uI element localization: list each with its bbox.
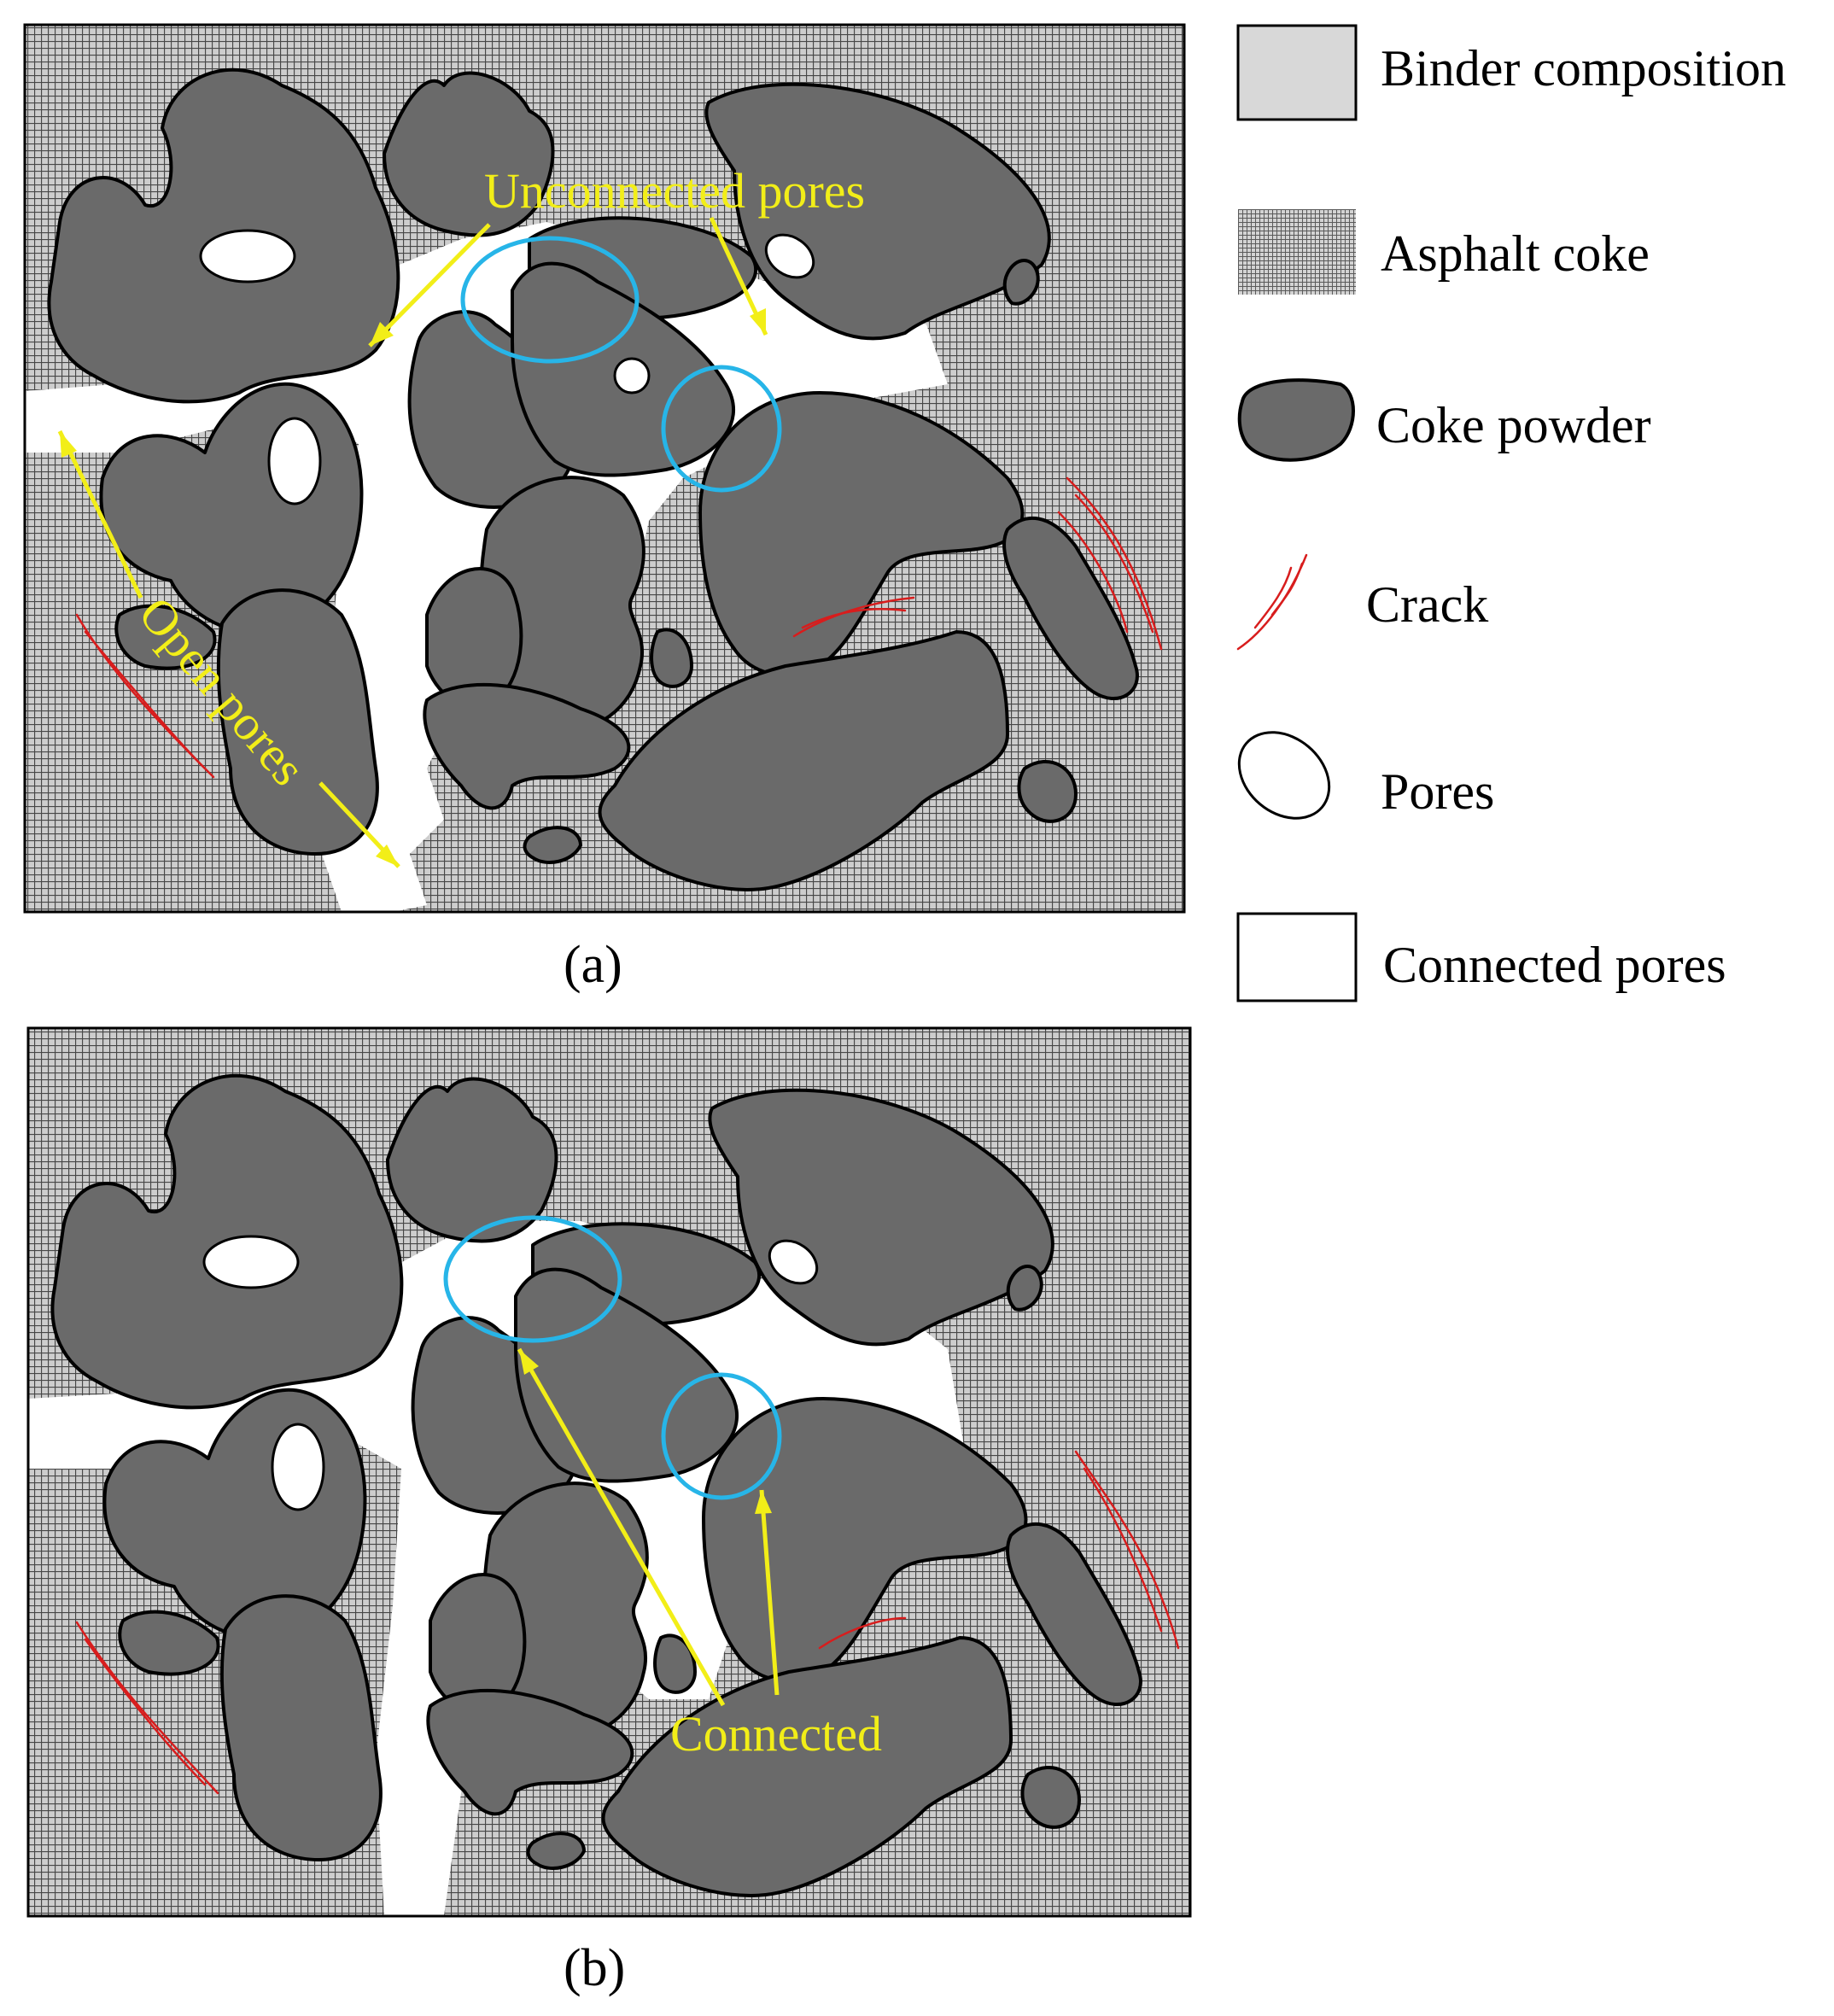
legend-item-connected: Connected pores — [1236, 912, 1726, 1002]
legend-label-crack: Crack — [1366, 576, 1488, 633]
panel-b: Connected (b) — [26, 1026, 1192, 1997]
legend-label-coke: Coke powder — [1376, 397, 1651, 453]
unconnected-pores-label: Unconnected pores — [484, 163, 865, 219]
connected-pore-swatch-icon — [1236, 912, 1358, 1002]
panel-a-ring-left — [460, 236, 640, 364]
panel-a-arrows — [57, 216, 768, 868]
panel-b-cracks — [75, 1450, 1180, 1795]
legend-item-crack: Crack — [1236, 553, 1488, 651]
panel-a-cracks — [75, 476, 1163, 779]
panel-b-caption: (b) — [564, 1939, 625, 1997]
legend-item-pores: Pores — [1237, 731, 1494, 820]
pore-ellipse-icon — [1237, 731, 1331, 820]
legend-item-asphalt: Asphalt coke — [1238, 209, 1650, 295]
panel-a-frame — [23, 23, 1186, 914]
panel-b-ring-left — [443, 1215, 622, 1343]
binder-swatch-icon — [1236, 24, 1358, 121]
legend-item-binder: Binder composition — [1236, 24, 1786, 121]
panel-a-caption: (a) — [564, 936, 622, 994]
legend-label-pores: Pores — [1381, 763, 1494, 820]
coke-blob-icon — [1237, 378, 1355, 462]
legend-item-coke: Coke powder — [1237, 378, 1651, 462]
crack-icon — [1236, 553, 1308, 651]
asphalt-hatch-icon — [1238, 209, 1356, 295]
panel-a-ring-right — [661, 365, 782, 493]
legend-label-binder: Binder composition — [1381, 40, 1786, 96]
connected-label: Connected — [670, 1706, 882, 1762]
panel-a: Unconnected pores Open pores (a) — [23, 23, 1186, 994]
legend: Binder composition Asphalt coke Coke pow… — [1236, 24, 1786, 1002]
legend-label-asphalt: Asphalt coke — [1381, 225, 1650, 282]
panel-b-ring-right — [661, 1372, 782, 1500]
panel-b-arrows — [517, 1347, 780, 1707]
panel-b-frame — [26, 1026, 1192, 1918]
legend-label-connected: Connected pores — [1383, 937, 1726, 993]
panel-a-small-pore — [613, 357, 651, 394]
